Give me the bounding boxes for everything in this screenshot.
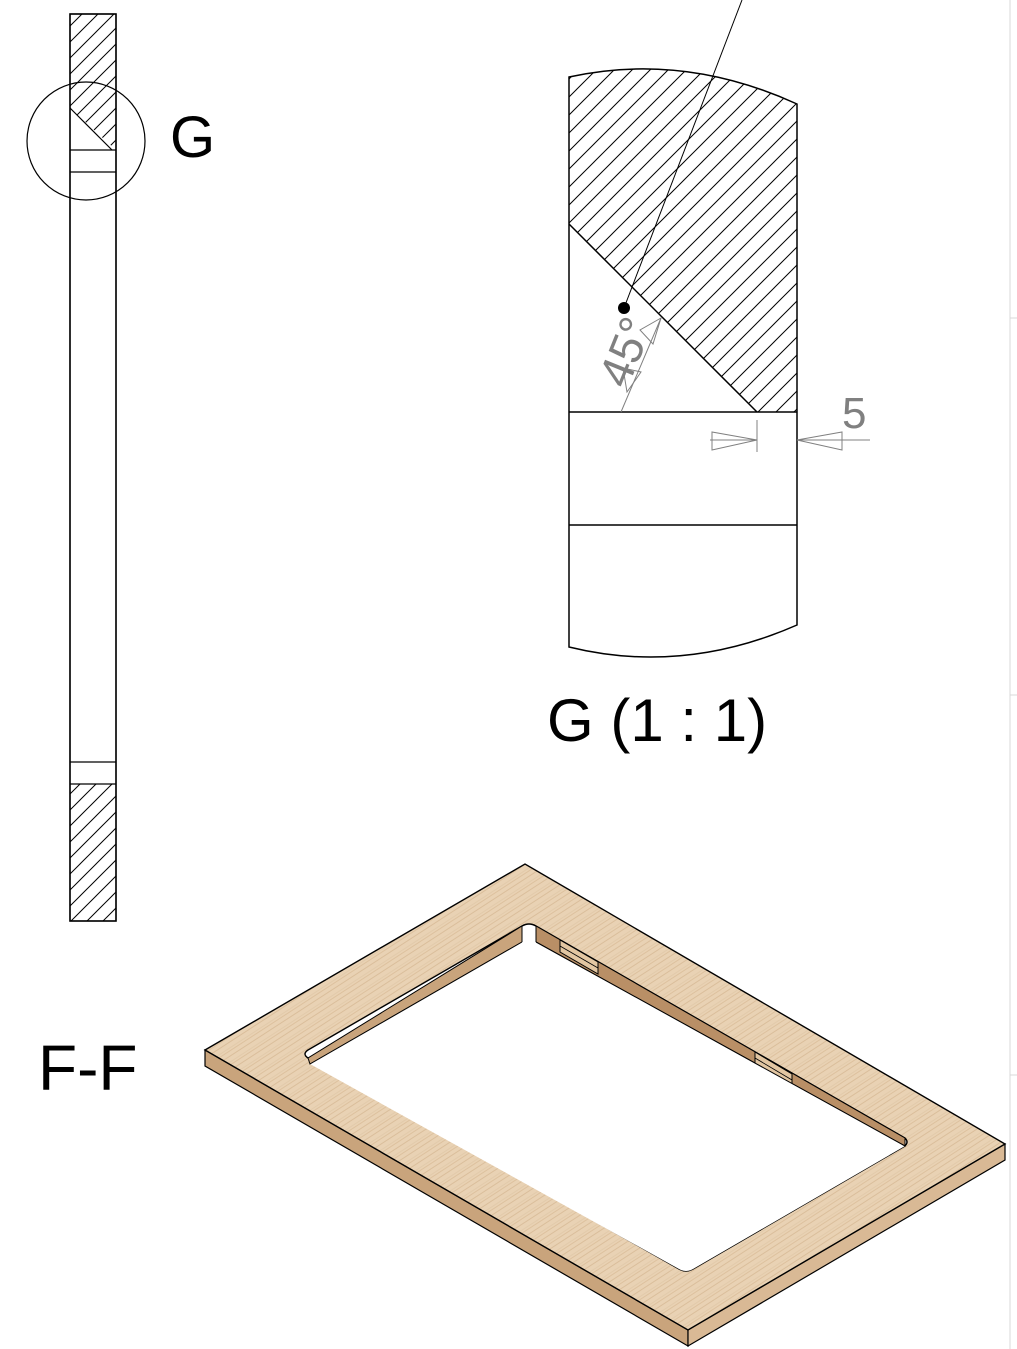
angle-dimension: 45° [588,310,662,413]
frame-isometric [203,863,1007,1348]
detail-marker-label: G [170,105,215,170]
detail-title: G (1 : 1) [547,687,767,754]
leader-line [623,0,743,309]
angle-label: 45° [588,310,662,394]
section-bar [69,13,117,922]
gap-label: 5 [842,389,866,438]
detail-circle [26,81,146,201]
leader-dot [618,302,630,314]
detail-view [568,68,798,658]
gap-dimension: 5 [710,389,870,452]
section-view-label: F-F [38,1032,138,1104]
